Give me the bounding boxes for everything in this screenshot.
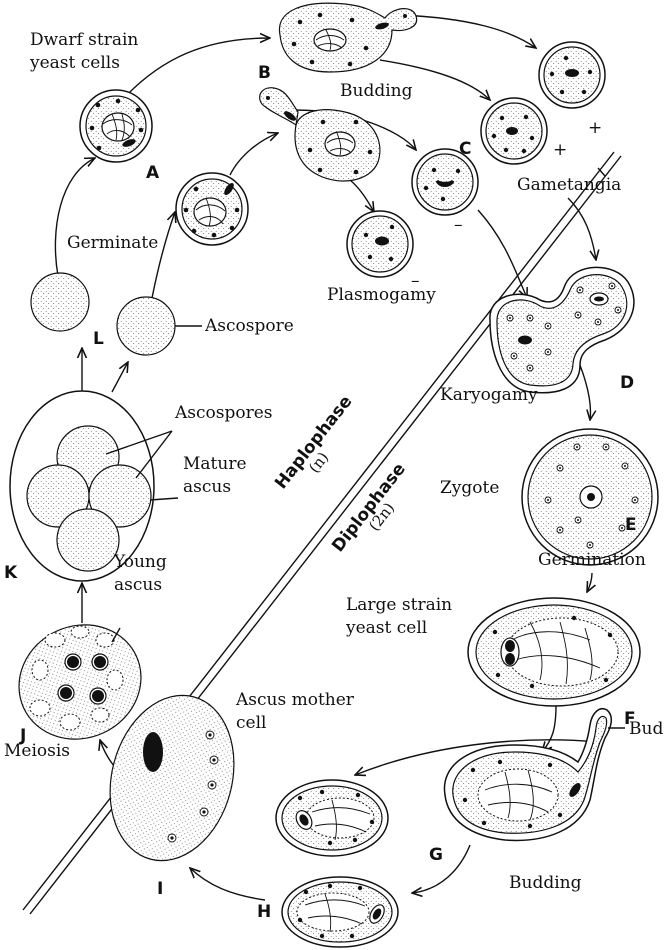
sign-minus-c: – (454, 215, 463, 235)
gamete-plus-c (481, 98, 547, 164)
haplophase-label: Haplophase (271, 392, 356, 493)
letter-e: E (625, 515, 637, 535)
diplophase-label: Diplophase (328, 459, 410, 556)
letter-d: D (620, 373, 634, 393)
label-germination: Germination (538, 550, 646, 570)
letter-g: G (429, 845, 443, 865)
cell-budding-middle (260, 88, 380, 181)
arrow-f-to-g (542, 705, 556, 752)
sign-plus-top: + (588, 118, 602, 138)
label-dwarf-strain: Dwarf strain (30, 30, 138, 50)
cell-g-daughter (276, 780, 388, 856)
letter-h: H (257, 902, 271, 922)
letter-f: F (624, 709, 636, 729)
arrow-e-to-f (587, 573, 592, 592)
letter-j: J (19, 726, 26, 746)
arrow-ascospore-to-a-small (152, 212, 175, 298)
arrow-minus-to-d (478, 210, 527, 298)
cell-g-budding (444, 709, 611, 841)
label-budding-top: Budding (340, 81, 413, 101)
cell-a-small (176, 173, 248, 245)
letter-i: I (157, 879, 163, 899)
label-yeast-cells: yeast cells (29, 53, 120, 73)
label-mature: Mature (183, 454, 247, 474)
arrow-bud-to-plasmogamy-cell (350, 180, 374, 212)
cell-h (282, 877, 398, 947)
label-meiosis: Meiosis (4, 741, 70, 761)
label-young-ascus: ascus (114, 575, 162, 595)
label-ascospores: Ascospores (174, 403, 273, 423)
label-karyogamy: Karyogamy (440, 385, 538, 405)
arrow-b-to-top-right (400, 15, 536, 48)
label-large-strain: Large strain (346, 595, 452, 615)
label-gametangia: Gametangia (517, 175, 621, 195)
arrow-gametangia-to-d (568, 198, 596, 260)
sign-minus-plasmogamy: – (411, 271, 420, 291)
label-young: Young (113, 552, 167, 572)
letter-b: B (258, 63, 271, 83)
arrow-l-to-a (55, 158, 95, 276)
cell-l-ascospore-lower (117, 297, 175, 355)
sign-plus-c: + (553, 140, 567, 160)
cell-a-large (80, 90, 152, 162)
gamete-minus-plasmogamy (347, 211, 413, 277)
label-ascospore: Ascospore (204, 316, 294, 336)
letter-a: A (146, 163, 160, 183)
label-ascus-mother: Ascus mother (235, 690, 355, 710)
cell-b-budding (279, 3, 416, 72)
cell-f-large-strain (468, 598, 640, 706)
label-plasmogamy: Plasmogamy (327, 285, 436, 305)
letter-l: L (93, 329, 104, 349)
arrow-h-to-i (190, 868, 265, 900)
label-yeast-cell: yeast cell (345, 618, 427, 638)
cell-l-ascospore-upper (31, 273, 89, 331)
letter-c: C (459, 139, 471, 159)
gamete-plus-top (539, 42, 605, 108)
label-mature-ascus: ascus (183, 477, 231, 497)
letter-k: K (4, 563, 18, 583)
cell-e-zygote (522, 429, 658, 565)
label-budding-bottom: Budding (509, 873, 582, 893)
arrow-a-small-to-bud (230, 133, 278, 175)
cell-d-fusion (490, 267, 634, 392)
label-germinate: Germinate (67, 233, 158, 253)
arrow-k-to-l-lower (112, 362, 128, 392)
label-zygote: Zygote (440, 478, 499, 498)
label-cell: cell (236, 713, 266, 733)
